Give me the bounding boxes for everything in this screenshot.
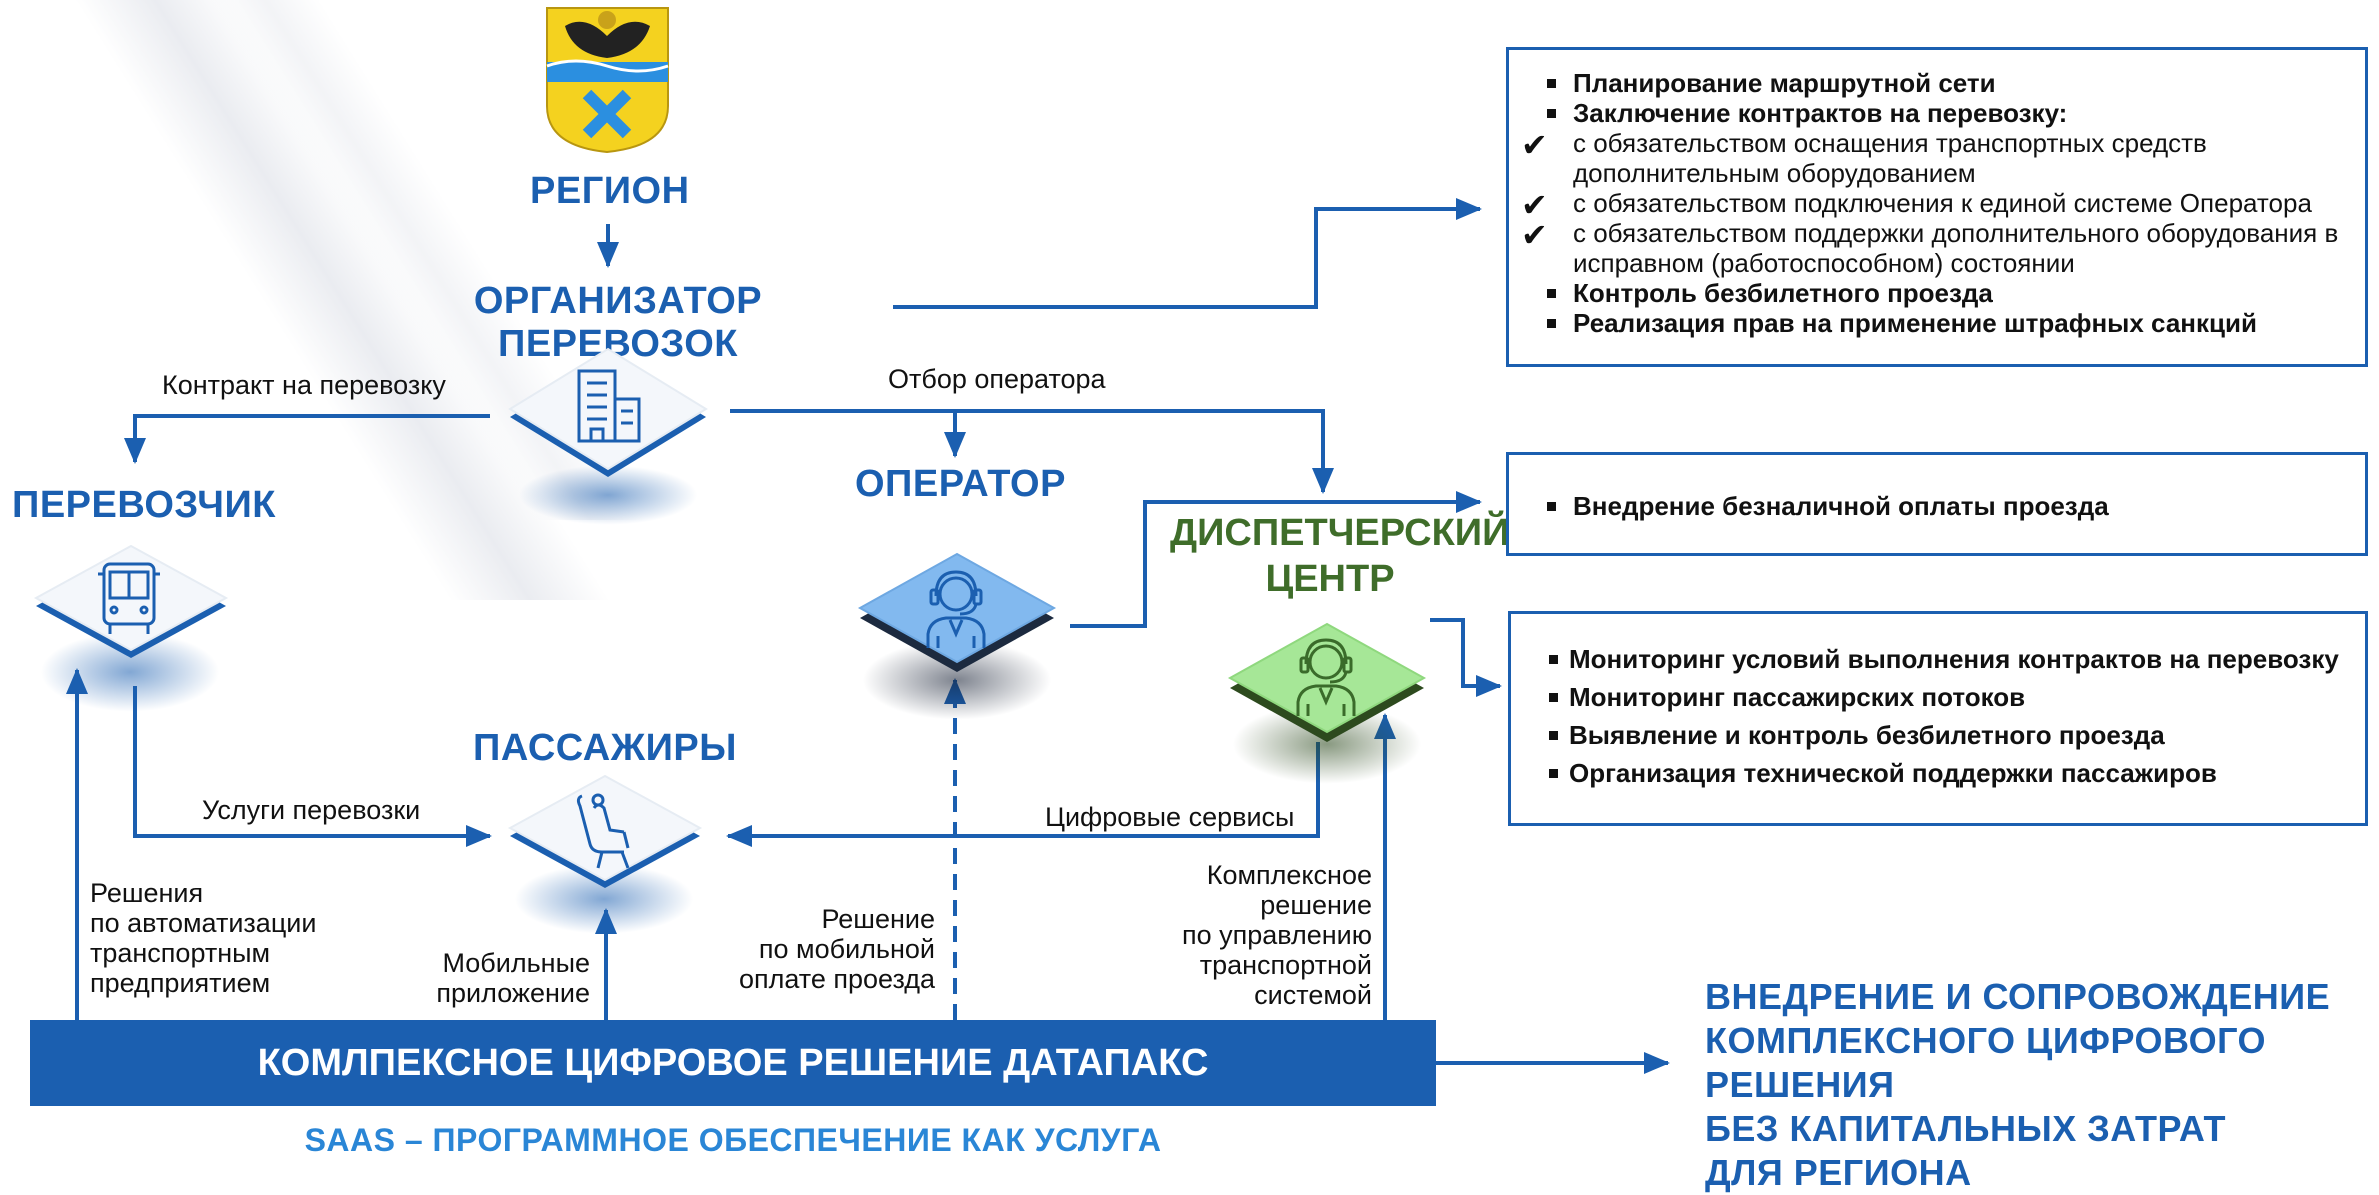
operator-tile — [852, 548, 1062, 720]
list-item: Заключение контрактов на перевозку: — [1509, 98, 2355, 128]
summary-text: ВНЕДРЕНИЕ И СОПРОВОЖДЕНИЕ КОМПЛЕКСНОГО Ц… — [1705, 975, 2379, 1195]
complex-mgmt-line: Комплексное — [1206, 860, 1372, 890]
list-item-text: с обязательством оснащения транспортных … — [1573, 128, 2207, 188]
contract-label: Контракт на перевозку — [162, 370, 446, 400]
complex-mgmt-line: транспортной — [1199, 950, 1372, 980]
complex-mgmt-line: по управлению — [1181, 920, 1372, 950]
operator-title: ОПЕРАТОР — [855, 463, 1066, 505]
list-item: Контроль безбилетного проезда — [1509, 278, 2355, 308]
list-item-text: с обязательством подключения к единой си… — [1573, 188, 2312, 218]
arrow-selection — [730, 409, 1334, 494]
list-item: ✔ с обязательством подключения к единой с… — [1509, 187, 2355, 223]
mobile-payment-label: Решение по мобильной оплате проезда — [720, 904, 935, 994]
carrier-tile — [26, 540, 236, 712]
list-item-text: с обязательством поддержки дополнительно… — [1573, 218, 2339, 278]
mobile-payment-line: по мобильной — [758, 934, 935, 964]
mobile-payment-line: Решение — [821, 904, 935, 934]
mobile-apps-line: Мобильные — [442, 948, 590, 978]
list-item: ✔ с обязательством оснащения транспортных… — [1509, 128, 2355, 188]
operator-selection-label: Отбор оператора — [888, 364, 1106, 394]
region-title: РЕГИОН — [530, 170, 690, 212]
arrow-operator-box — [1070, 491, 1482, 628]
office-building-icon — [577, 369, 641, 443]
bus-icon — [98, 562, 160, 634]
automation-line: предприятием — [90, 968, 271, 998]
arrow-organizer-box — [893, 198, 1482, 309]
operator-responsibilities-box: Внедрение безналичной оплаты проезда — [1506, 452, 2368, 556]
summary-line: ВНЕДРЕНИЕ И СОПРОВОЖДЕНИЕ — [1705, 976, 2331, 1017]
arrow-carrier-passengers — [133, 686, 492, 847]
list-item: Реализация прав на применение штрафных с… — [1509, 308, 2355, 338]
passengers-title: ПАССАЖИРЫ — [473, 727, 737, 769]
complex-mgmt-line: решение — [1260, 890, 1372, 920]
list-item: Выявление и контроль безбилетного проезд… — [1511, 720, 2359, 750]
checkmark-icon: ✔ — [1521, 127, 1548, 163]
coat-of-arms-icon — [545, 6, 670, 154]
headset-operator-icon — [926, 570, 986, 648]
automation-line: по автоматизации — [90, 908, 317, 938]
list-item: Внедрение безналичной оплаты проезда — [1509, 491, 2355, 521]
list-item: Мониторинг пассажирских потоков — [1511, 682, 2359, 712]
complex-mgmt-line: системой — [1254, 980, 1372, 1010]
dispatch-title-line1: ДИСПЕТЧЕРСКИЙ — [1170, 512, 1510, 554]
list-item: ✔ с обязательством поддержки дополнительн… — [1509, 218, 2355, 278]
summary-line: КОМПЛЕКСНОГО ЦИФРОВОГО РЕШЕНИЯ — [1705, 1020, 2267, 1105]
saas-caption: SAAS – ПРОГРАММНОЕ ОБЕСПЕЧЕНИЕ КАК УСЛУГ… — [304, 1122, 1162, 1158]
list-item: Организация технической поддержки пассаж… — [1511, 758, 2359, 788]
dispatch-title: ДИСПЕТЧЕРСКИЙ ЦЕНТР — [1170, 510, 1510, 602]
checkmark-icon: ✔ — [1521, 217, 1548, 253]
summary-line: ДЛЯ РЕГИОНА — [1705, 1152, 1972, 1193]
organizer-tile — [498, 345, 718, 525]
automation-line: транспортным — [90, 938, 271, 968]
summary-line: БЕЗ КАПИТАЛЬНЫХ ЗАТРАТ — [1705, 1108, 2227, 1149]
dispatch-tile — [1222, 618, 1432, 788]
organizer-responsibilities-box: Планирование маршрутной сети Заключение … — [1506, 47, 2368, 367]
mobile-apps-line: приложение — [436, 978, 590, 1008]
datapaks-solution-bar: КОМЛПЕКСНОЕ ЦИФРОВОЕ РЕШЕНИЕ ДАТАПАКС — [30, 1020, 1436, 1106]
digital-services-label: Цифровые сервисы — [1045, 802, 1295, 832]
passengers-tile — [500, 770, 710, 934]
automation-line: Решения — [90, 878, 204, 908]
arrow-dispatch-box — [1430, 618, 1502, 697]
passenger-seat-icon — [576, 793, 630, 869]
dispatch-responsibilities-box: Мониторинг условий выполнения контрактов… — [1508, 611, 2368, 826]
dispatch-title-line2: ЦЕНТР — [1265, 558, 1395, 600]
mobile-payment-line: оплате проезда — [738, 964, 935, 994]
complex-mgmt-label: Комплексное решение по управлению трансп… — [1150, 860, 1372, 1010]
mobile-apps-label: Мобильные приложение — [420, 948, 590, 1008]
transport-services-label: Услуги перевозки — [202, 795, 421, 825]
headset-operator-icon — [1296, 638, 1356, 716]
datapaks-solution-label: КОМЛПЕКСНОЕ ЦИФРОВОЕ РЕШЕНИЕ ДАТАПАКС — [257, 1042, 1209, 1084]
list-item: Планирование маршрутной сети — [1509, 68, 2355, 98]
automation-label: Решения по автоматизации транспортным пр… — [90, 878, 316, 998]
list-item: Мониторинг условий выполнения контрактов… — [1511, 644, 2359, 674]
carrier-title: ПЕРЕВОЗЧИК — [12, 484, 276, 526]
arrow-contract-carrier — [124, 414, 490, 464]
checkmark-icon: ✔ — [1521, 187, 1548, 223]
